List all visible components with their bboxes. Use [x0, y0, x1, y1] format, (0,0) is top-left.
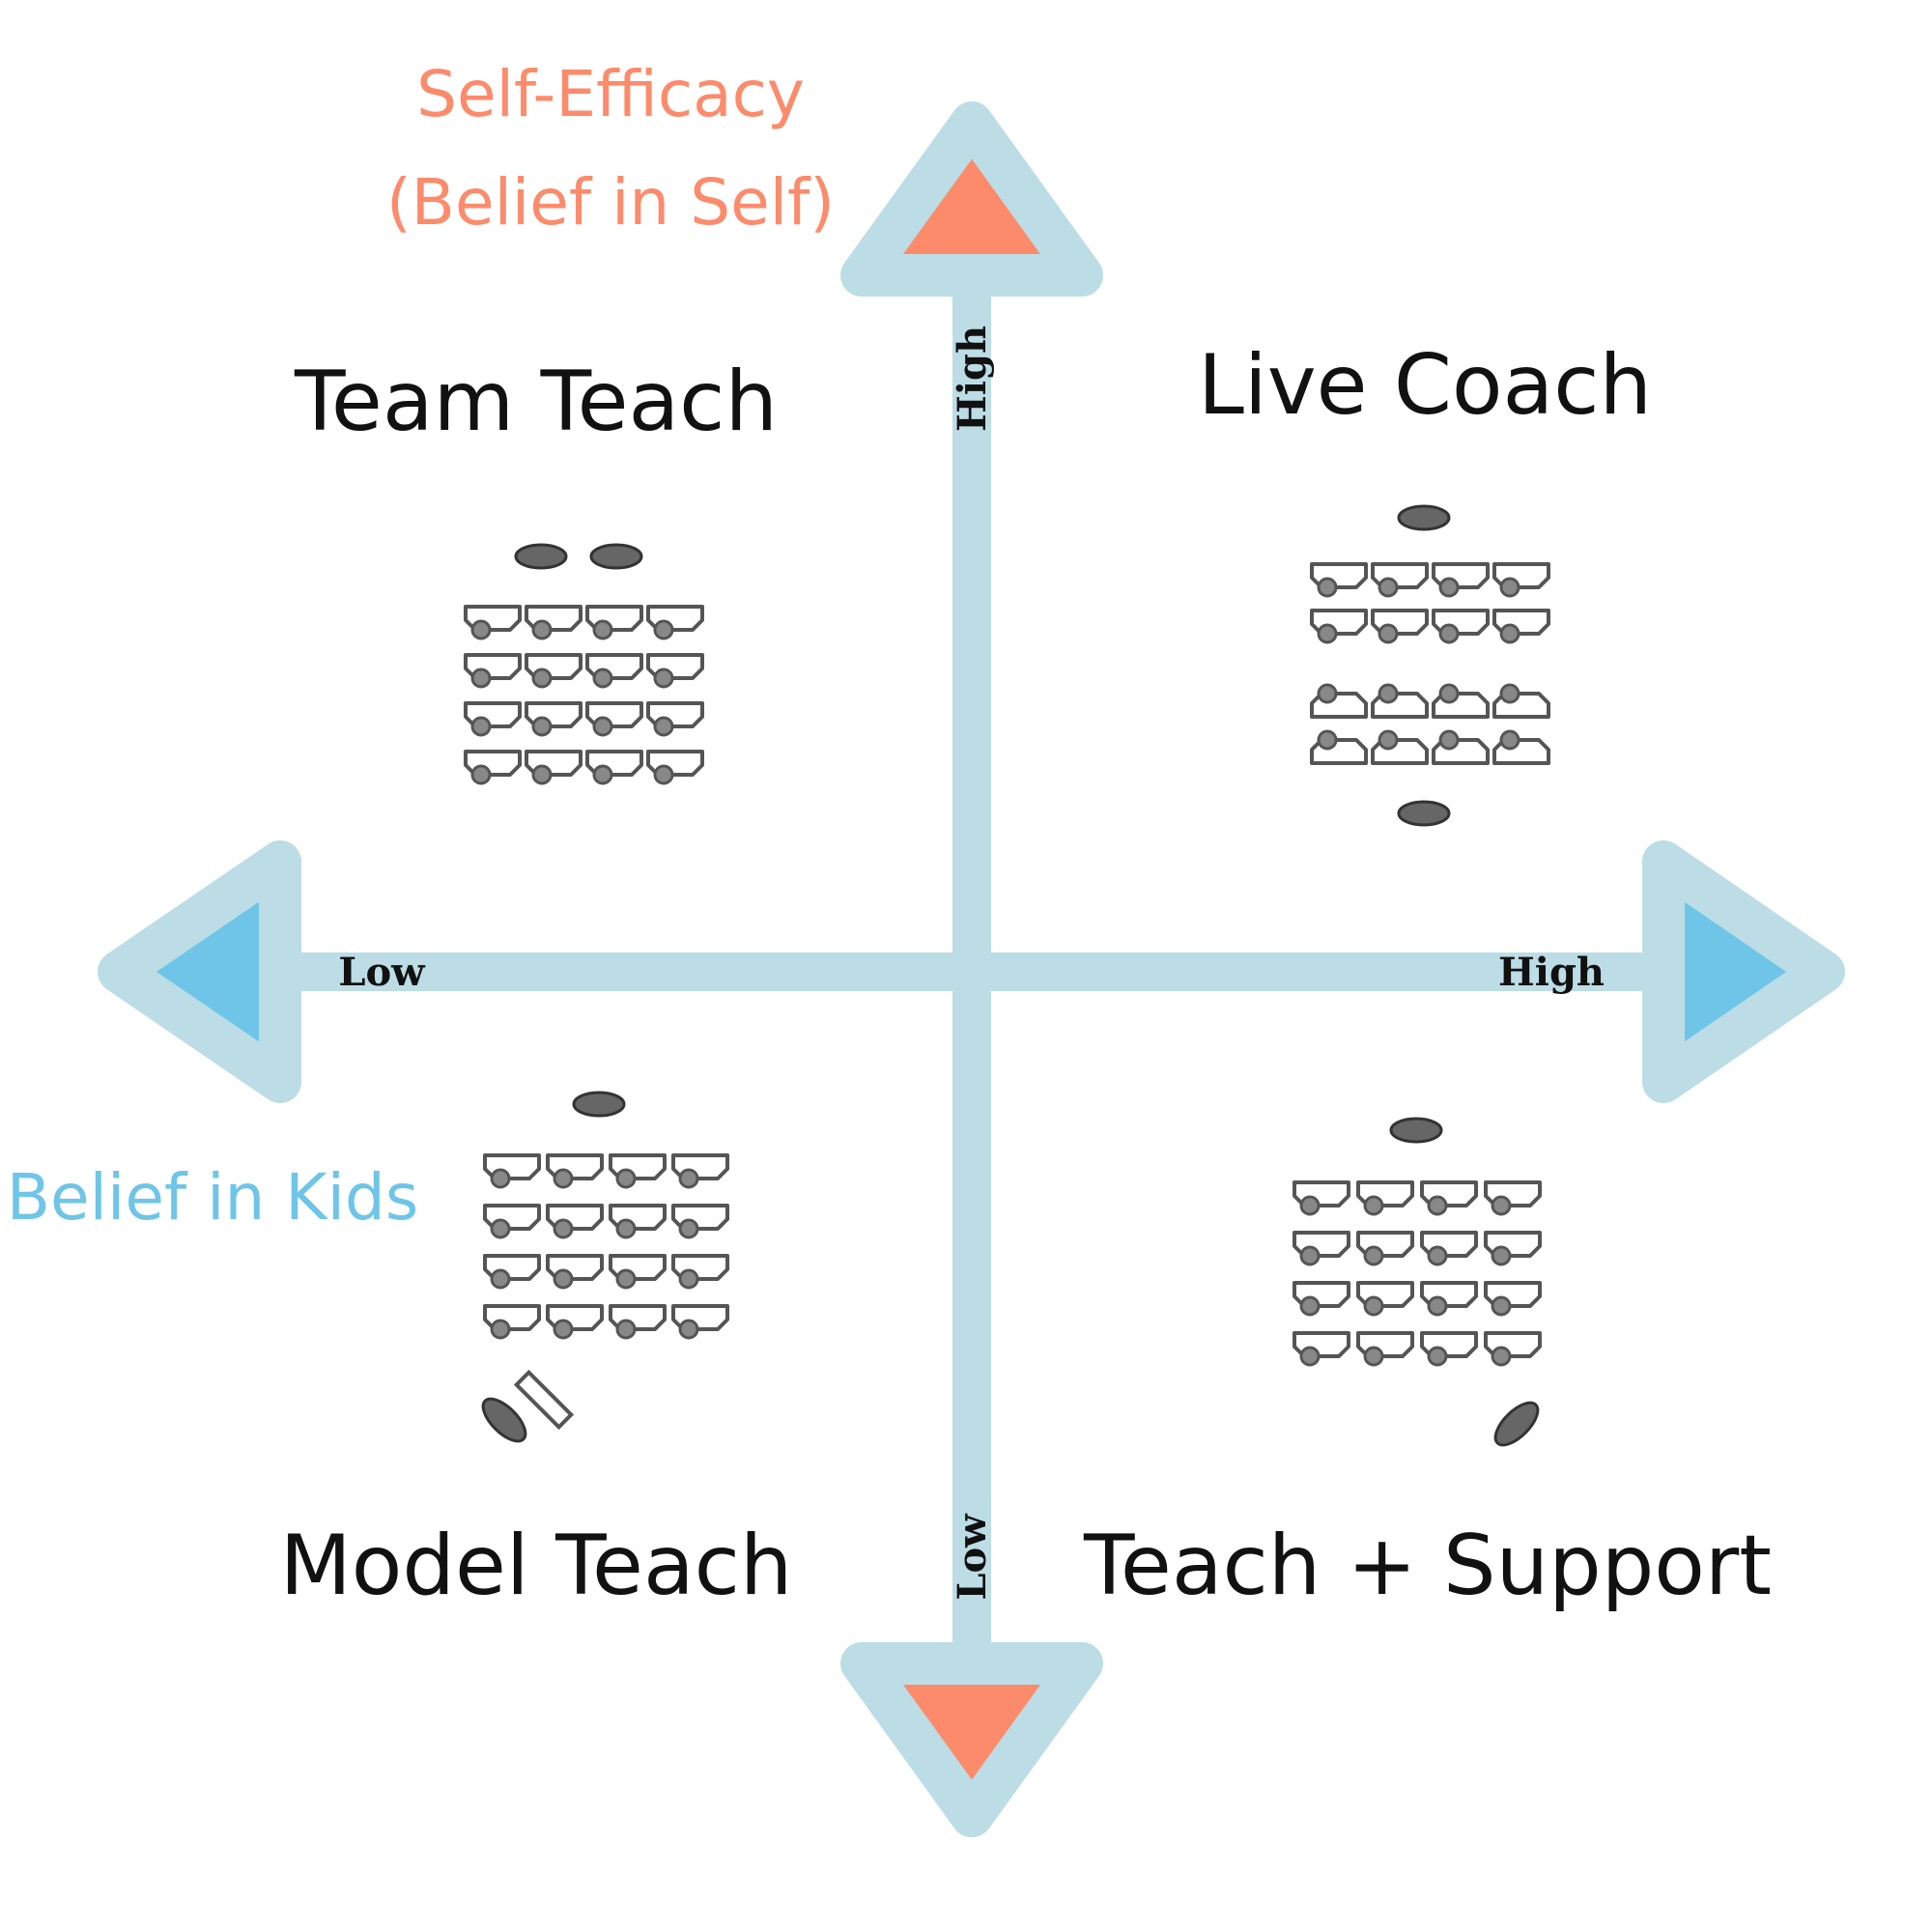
student-desk-icon — [646, 750, 704, 785]
student-desk-icon — [1371, 609, 1429, 644]
teacher-icon — [514, 543, 568, 570]
student-desk-icon — [1432, 683, 1490, 719]
self-efficacy-subtitle: (Belief in Self) — [386, 165, 835, 240]
quadrant-title-team-teach: Team Teach — [294, 354, 778, 450]
down-arrow-icon — [840, 1642, 1103, 1837]
student-desk-icon — [585, 605, 643, 640]
student-desk-icon — [1356, 1331, 1414, 1367]
self-efficacy-title: Self-Efficacy — [416, 57, 805, 131]
student-desk-icon — [1371, 729, 1429, 765]
up-arrow-icon — [840, 101, 1103, 297]
student-desk-icon — [671, 1254, 729, 1290]
student-desk-icon — [1293, 1231, 1350, 1266]
student-desk-icon — [671, 1204, 729, 1239]
classroom-teacher-front-support-corner-icon — [1293, 1117, 1542, 1447]
horizontal-low-label: Low — [338, 950, 426, 995]
student-desk-icon — [525, 653, 582, 689]
belief-in-kids-title: Belief in Kids — [7, 1160, 418, 1235]
student-desk-icon — [646, 701, 704, 737]
student-desk-icon — [1371, 683, 1429, 719]
student-desk-icon — [464, 605, 522, 640]
teacher-icon — [1397, 504, 1451, 531]
student-desk-icon — [671, 1153, 729, 1189]
horizontal-high-label: High — [1498, 950, 1605, 995]
student-desk-icon — [671, 1304, 729, 1340]
left-arrow-icon — [98, 840, 301, 1103]
student-desk-icon — [1293, 1331, 1350, 1367]
student-desk-icon — [546, 1304, 604, 1340]
student-desk-icon — [1484, 1180, 1542, 1216]
student-desk-icon — [1420, 1231, 1478, 1266]
student-desk-icon — [646, 653, 704, 689]
student-desk-icon — [1371, 562, 1429, 598]
student-desk-icon — [1420, 1281, 1478, 1317]
student-desk-icon — [1310, 729, 1368, 765]
student-desk-icon — [1293, 1281, 1350, 1317]
vertical-high-label: High — [950, 326, 995, 432]
right-arrow-icon — [1642, 840, 1845, 1103]
classroom-two-teachers-front-icon — [464, 543, 704, 785]
student-desk-icon — [585, 653, 643, 689]
student-desk-icon — [1356, 1231, 1414, 1266]
student-desk-icon — [483, 1204, 541, 1239]
teacher-icon — [572, 1091, 626, 1118]
student-desk-icon — [464, 701, 522, 737]
teacher-icon — [1397, 800, 1451, 827]
student-desk-icon — [464, 750, 522, 785]
student-desk-icon — [609, 1153, 667, 1189]
student-desk-icon — [646, 605, 704, 640]
student-desk-icon — [1492, 562, 1550, 598]
teacher-icon — [481, 1397, 527, 1443]
teacher-icon — [1493, 1401, 1540, 1447]
student-desk-icon — [1484, 1331, 1542, 1367]
student-desk-icon — [464, 653, 522, 689]
student-desk-icon — [1492, 683, 1550, 719]
student-desk-icon — [525, 701, 582, 737]
quadrant-title-model-teach: Model Teach — [280, 1518, 793, 1614]
axes — [261, 270, 1677, 1681]
student-desk-icon — [1492, 729, 1550, 765]
student-desk-icon — [1420, 1331, 1478, 1367]
quadrant-title-live-coach: Live Coach — [1198, 337, 1652, 434]
student-desk-icon — [525, 605, 582, 640]
vertical-low-label: Low — [950, 1513, 995, 1601]
student-desk-icon — [585, 701, 643, 737]
student-desk-icon — [546, 1204, 604, 1239]
student-desk-icon — [483, 1254, 541, 1290]
quadrant-title-teach-support: Teach + Support — [1083, 1518, 1772, 1614]
classroom-teacher-front-observer-corner-icon — [481, 1091, 729, 1443]
student-desk-icon — [609, 1304, 667, 1340]
student-desk-icon — [1310, 562, 1368, 598]
student-desk-icon — [483, 1304, 541, 1340]
student-desk-icon — [1310, 609, 1368, 644]
student-desk-icon — [609, 1254, 667, 1290]
student-desk-icon — [546, 1254, 604, 1290]
student-desk-icon — [585, 750, 643, 785]
observer-clipboard-icon — [513, 1369, 575, 1431]
student-desk-icon — [1420, 1180, 1478, 1216]
teacher-icon — [589, 543, 643, 570]
teacher-icon — [1389, 1117, 1443, 1144]
student-desk-icon — [1432, 609, 1490, 644]
arrowheads — [98, 101, 1845, 1837]
student-desk-icon — [1293, 1180, 1350, 1216]
student-desk-icon — [1356, 1281, 1414, 1317]
student-desk-icon — [1310, 683, 1368, 719]
student-desk-icon — [1492, 609, 1550, 644]
student-desk-icon — [1484, 1281, 1542, 1317]
student-desk-icon — [1432, 562, 1490, 598]
student-desk-icon — [525, 750, 582, 785]
student-desk-icon — [483, 1153, 541, 1189]
student-desk-icon — [1432, 729, 1490, 765]
student-desk-icon — [1484, 1231, 1542, 1266]
classroom-teacher-front-and-back-icon — [1310, 504, 1550, 827]
student-desk-icon — [609, 1204, 667, 1239]
student-desk-icon — [546, 1153, 604, 1189]
student-desk-icon — [1356, 1180, 1414, 1216]
